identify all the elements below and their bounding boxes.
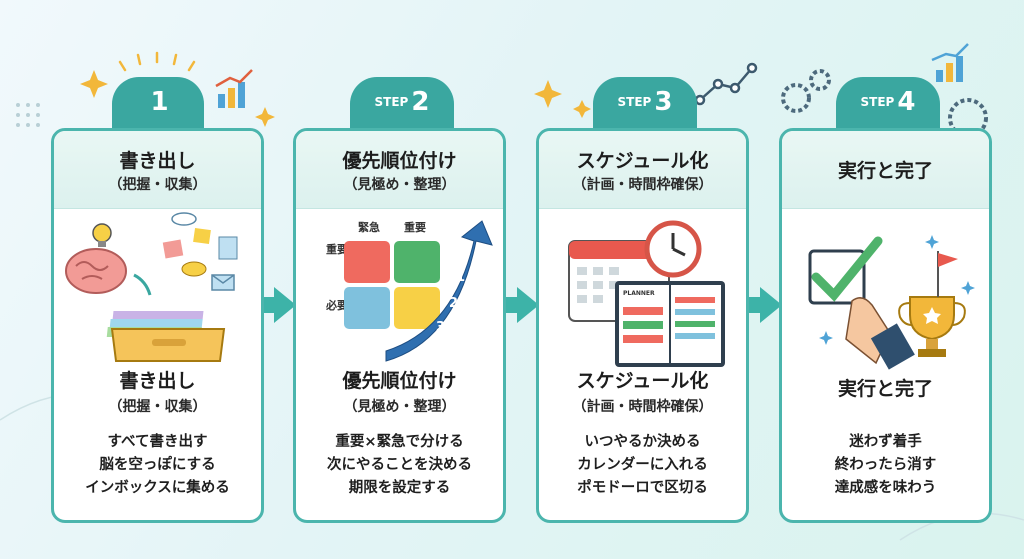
- sticky-notes-icon: [162, 212, 238, 277]
- card-title: 書き出し: [119, 150, 196, 172]
- schedule-illustration: PLANNER: [539, 211, 746, 371]
- description-line: 次にやることを決める: [327, 457, 472, 473]
- body-title: スケジュール化: [576, 370, 709, 392]
- mail-icon: [211, 274, 235, 291]
- planner-icon: PLANNER: [615, 281, 725, 367]
- body-subtitle: （見極め・整理）: [343, 399, 456, 415]
- matrix-col-label: 緊急: [358, 220, 380, 234]
- dot-grid-icon: [16, 103, 40, 127]
- planner-label: PLANNER: [623, 290, 655, 297]
- flag-icon: [937, 251, 958, 297]
- description-line: ポモドーロで区切る: [577, 480, 708, 496]
- trophy-icon: [898, 296, 966, 357]
- sunrays-icon: [118, 51, 196, 72]
- step-label: STEP: [374, 95, 409, 109]
- step-label: STEP: [617, 95, 652, 109]
- arrow-right-icon: [491, 287, 539, 323]
- step-number: 3: [654, 87, 673, 117]
- step-card-2: 優先順位付け （見極め・整理） 緊急 重要 重要 必要 1 2 3 優先順位付け…: [293, 128, 506, 523]
- description-line: インボックスに集める: [85, 480, 230, 496]
- card-header: 書き出し （把握・収集）: [54, 131, 261, 209]
- card-subtitle: （把握・収集）: [108, 177, 207, 193]
- brain-icon: [65, 248, 127, 294]
- description-list: すべて書き出す 脳を空っぽにする インボックスに集める: [54, 431, 261, 500]
- card-title: スケジュール化: [576, 150, 709, 172]
- matrix-cell-important: [394, 241, 440, 283]
- brain-inbox-illustration: [54, 211, 261, 371]
- card-subtitle: （見極め・整理）: [343, 177, 456, 193]
- body-subtitle: （計画・時間枠確保）: [572, 399, 713, 415]
- complete-illustration: [782, 211, 989, 371]
- card-title: 優先順位付け: [342, 150, 457, 172]
- description-list: 迷わず着手 終わったら消す 達成感を味わう: [782, 431, 989, 500]
- priority-arrow-icon: [385, 220, 493, 362]
- description-list: 重要×緊急で分ける 次にやることを決める 期限を設定する: [296, 431, 503, 500]
- matrix-cell-urgent: [344, 287, 390, 329]
- description-line: 終わったら消す: [834, 457, 937, 473]
- hand-icon: [845, 297, 915, 370]
- description-line: 重要×緊急で分ける: [335, 434, 464, 450]
- priority-matrix-illustration: 緊急 重要 重要 必要 1 2 3: [296, 211, 503, 371]
- step-badge-1: 1: [112, 77, 204, 131]
- matrix-row-label: 重要: [326, 242, 348, 256]
- matrix-cell-urgent-important: [344, 241, 390, 283]
- body-subtitle: （把握・収集）: [108, 399, 207, 415]
- description-line: すべて書き出す: [107, 434, 208, 450]
- sparkle-icon: [819, 235, 975, 345]
- matrix-col-label: 重要: [404, 220, 426, 234]
- clock-icon: [644, 220, 702, 278]
- description-list: いつやるか決める カレンダーに入れる ポモドーロで区切る: [539, 431, 746, 500]
- step-number: 2: [411, 87, 430, 117]
- checkbox-icon: [808, 236, 883, 305]
- lightbulb-icon: [92, 223, 112, 247]
- arrow-right-icon: [734, 287, 782, 323]
- body-title: 優先順位付け: [342, 370, 457, 392]
- sparkle-icon: [80, 70, 591, 127]
- body-title: 書き出し: [119, 370, 196, 392]
- arrow-right-icon: [248, 287, 296, 323]
- bar-chart-icon: [931, 43, 969, 82]
- matrix-cell-other: [394, 287, 440, 329]
- card-title: 実行と完了: [837, 160, 933, 182]
- matrix-row-label-text: 必要: [325, 298, 348, 312]
- inbox-tray-icon: [106, 311, 226, 362]
- matrix-row-label-text: 重要: [326, 242, 348, 256]
- step-label: STEP: [860, 95, 895, 109]
- matrix-row-label: 必要: [325, 298, 348, 312]
- step-card-4: 実行と完了: [779, 128, 992, 523]
- description-line: 脳を空っぽにする: [99, 457, 216, 473]
- order-number: 1: [456, 270, 465, 285]
- step-number: 4: [897, 87, 916, 117]
- line-graph-icon: [694, 62, 758, 106]
- description-line: 迷わず着手: [849, 434, 922, 450]
- step-card-3: スケジュール化 （計画・時間枠確保）: [536, 128, 749, 523]
- order-number: 2: [449, 296, 458, 311]
- step-number: 1: [150, 87, 169, 117]
- description-line: 期限を設定する: [348, 480, 451, 496]
- card-subtitle: （計画・時間枠確保）: [572, 177, 713, 193]
- card-header: 実行と完了: [782, 131, 989, 209]
- card-header: スケジュール化 （計画・時間枠確保）: [539, 131, 746, 209]
- description-line: 達成感を味わう: [834, 480, 937, 496]
- step-card-1: 書き出し （把握・収集）: [51, 128, 264, 523]
- bar-chart-icon: [215, 69, 253, 108]
- description-line: カレンダーに入れる: [577, 457, 708, 473]
- card-header: 優先順位付け （見極め・整理）: [296, 131, 503, 209]
- body-title: 実行と完了: [837, 378, 933, 400]
- description-line: いつやるか決める: [584, 434, 701, 450]
- order-number: 3: [436, 320, 445, 335]
